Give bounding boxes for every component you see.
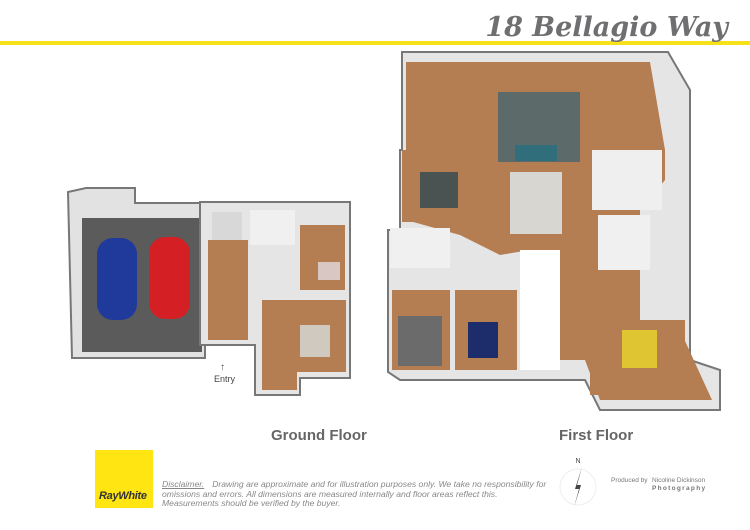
ground-stairs bbox=[212, 212, 242, 240]
producer-name: Nicoline Dickinson bbox=[652, 477, 706, 484]
property-title: 18 Bellagio Way bbox=[485, 12, 728, 43]
stairwell bbox=[520, 250, 560, 370]
ground-floor-label: Ground Floor bbox=[271, 427, 367, 444]
raywhite-logo: RayWhite bbox=[95, 450, 153, 508]
kitchen bbox=[592, 150, 662, 210]
disclaimer-heading: Disclaimer. bbox=[162, 479, 205, 489]
lounge-rug bbox=[420, 172, 458, 208]
ground-bed-1 bbox=[318, 262, 340, 280]
producer: Nicoline Dickinson Photography bbox=[652, 477, 706, 492]
bathroom bbox=[390, 228, 450, 268]
master-bed bbox=[622, 330, 657, 368]
ground-bed-2 bbox=[300, 325, 330, 357]
north-arrow-icon bbox=[559, 467, 597, 507]
producer-sub: Photography bbox=[652, 484, 707, 492]
disclaimer-text: Drawing are approximate and for illustra… bbox=[162, 479, 547, 508]
floor-plan-drawing bbox=[66, 51, 721, 411]
entry-label: Entry bbox=[214, 374, 236, 384]
dining-area bbox=[510, 172, 562, 234]
ground-bedroom-1 bbox=[300, 225, 345, 290]
first-floor-plan bbox=[387, 51, 721, 411]
ground-floor-plan bbox=[66, 187, 351, 396]
sofa bbox=[515, 145, 557, 161]
produced-by-label: Produced by bbox=[611, 477, 648, 484]
car-blue bbox=[97, 238, 137, 320]
ground-hallway bbox=[208, 240, 248, 340]
bedroom-2-bed bbox=[468, 322, 498, 358]
first-floor-label: First Floor bbox=[559, 427, 634, 444]
compass-north-label: N bbox=[575, 458, 581, 465]
entry-arrow-icon: ↑ bbox=[220, 362, 225, 373]
disclaimer: Disclaimer.Drawing are approximate and f… bbox=[162, 479, 547, 509]
car-red bbox=[149, 237, 190, 319]
ground-bathroom bbox=[250, 210, 295, 245]
ground-lower-hall bbox=[262, 345, 297, 390]
compass: N bbox=[556, 458, 600, 510]
ensuite bbox=[598, 215, 650, 270]
header-accent-line bbox=[0, 41, 750, 45]
brand-text: RayWhite bbox=[99, 490, 147, 502]
bedroom-1-rug bbox=[398, 316, 442, 366]
